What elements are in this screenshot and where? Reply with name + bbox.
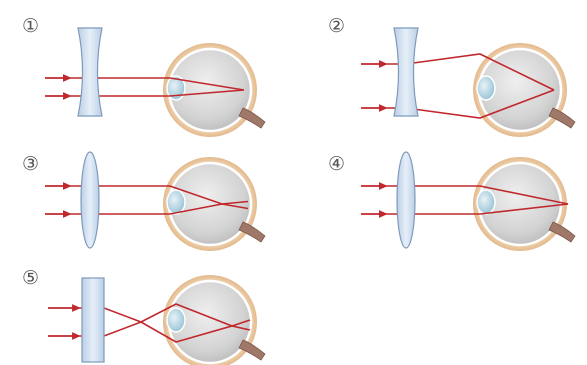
panel-label: ① (22, 15, 39, 37)
eye-crystalline-lens (477, 76, 495, 100)
convex-lens (397, 152, 415, 248)
eye-crystalline-lens (477, 190, 495, 214)
panel-3: ③ (22, 152, 265, 251)
eyeball (163, 157, 265, 251)
panels-layer: ① ② ③ ④ ⑤ (22, 15, 575, 365)
eye-crystalline-lens (167, 190, 185, 214)
concave-lens (78, 28, 102, 116)
panel-1: ① (22, 15, 265, 137)
panel-label: ③ (22, 153, 39, 175)
eyeball (473, 157, 575, 251)
panel-4: ④ (328, 152, 575, 251)
eyeball (163, 43, 265, 137)
panel-label: ④ (328, 153, 345, 175)
concave-lens (394, 28, 418, 116)
panel-5: ⑤ (22, 267, 265, 365)
panel-label: ⑤ (22, 267, 39, 289)
flat-glass-plate (82, 278, 104, 362)
panel-label: ② (328, 15, 345, 37)
panel-2: ② (328, 15, 575, 137)
eyeball (473, 43, 575, 137)
eye-crystalline-lens (167, 308, 185, 332)
convex-lens (81, 152, 99, 248)
